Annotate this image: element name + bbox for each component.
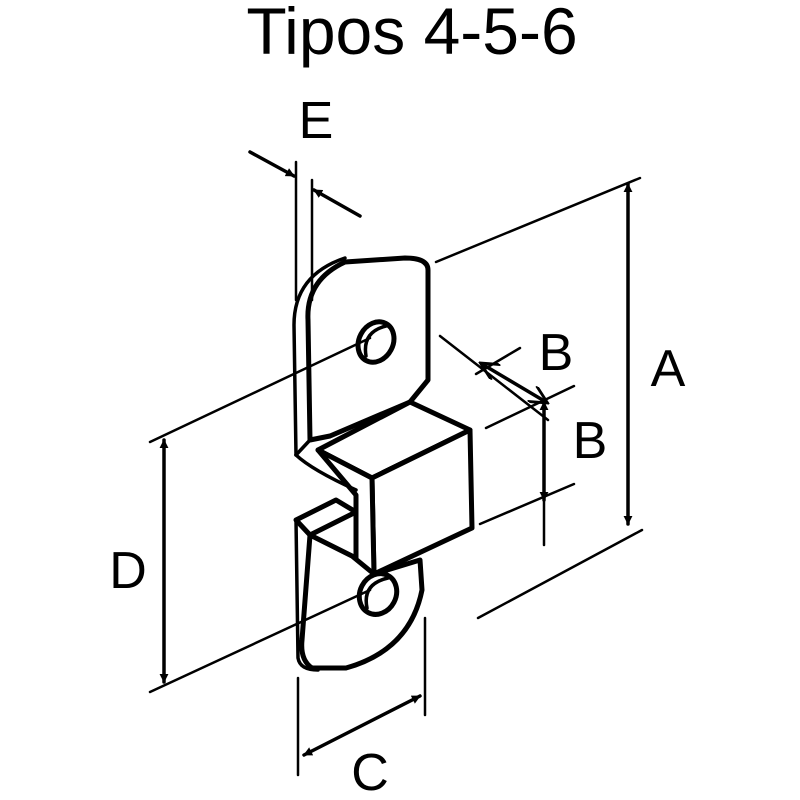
label-b-lower: B <box>573 412 608 470</box>
upper-flange-edge <box>292 256 347 457</box>
dimension-c <box>296 616 427 777</box>
lower-hole <box>356 571 400 617</box>
label-a: A <box>651 340 686 398</box>
dimension-e <box>248 150 362 302</box>
drawing-title: Tipos 4-5-6 <box>246 0 577 68</box>
dimension-b-lower <box>478 384 576 547</box>
label-d: D <box>109 542 147 600</box>
dimension-a <box>434 176 644 620</box>
label-e: E <box>299 92 334 150</box>
label-c: C <box>351 744 389 800</box>
bracket-part <box>292 255 475 672</box>
lower-flange-edge <box>294 518 320 672</box>
label-b-upper: B <box>539 324 574 382</box>
dimension-d <box>148 336 372 694</box>
